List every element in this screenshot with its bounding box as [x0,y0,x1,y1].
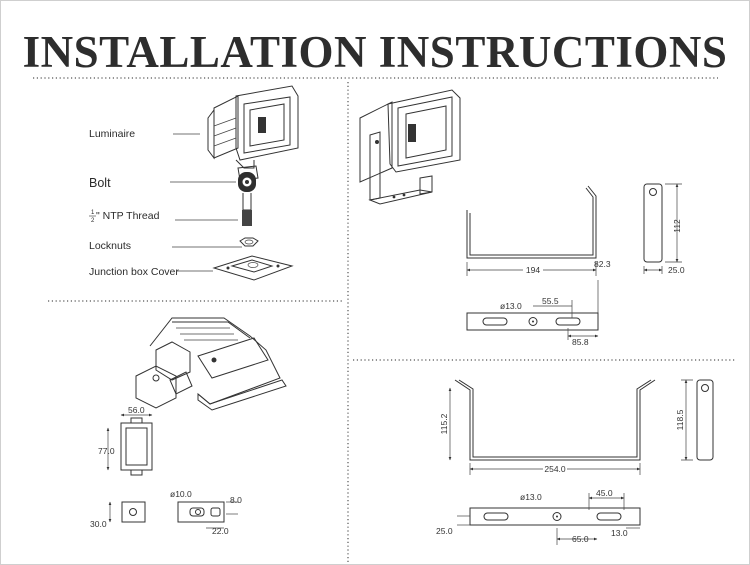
box-width-dim: 56.0 [128,405,145,415]
box-hole-dim: ø10.0 [170,489,192,499]
junction-box-cover-drawing [212,255,294,281]
junction-box-cover-label: Junction box Cover [89,266,179,278]
box-height-dim: 77.0 [98,446,115,456]
bolt-drawing [237,165,259,226]
small-bracket-width-dim: 194 [526,265,540,275]
box-slot-width-dim: 8.0 [230,495,242,505]
small-bracket-hole-dim: ø13.0 [500,301,522,311]
section-dividers [33,77,735,562]
page-title: INSTALLATION INSTRUCTIONS [22,27,728,77]
thread-fraction-numerator: 1 [91,210,95,216]
small-bracket-profile [466,185,597,259]
large-bracket-side-height-dim: 118.5 [675,409,685,430]
locknut-drawing [239,237,259,247]
large-bracket-hole-offset-dim: 65.0 [572,534,589,544]
box-plan-view [177,501,225,523]
box-length-dim: 22.0 [212,526,229,536]
large-bracket-slot-length-dim: 45.0 [596,488,613,498]
large-bracket-side-plate [696,379,714,461]
exploded-view: Luminaire Bolt 1 2 " NTP Thread Locknuts… [89,85,299,281]
box-side-view [121,501,146,523]
small-bracket-hole-offset-dim: 55.5 [542,296,559,306]
box-mount-view: 56.0 77.0 30.0 ø10.0 8.0 22.0 [90,317,287,536]
small-bracket-side-plate [643,183,663,263]
large-bracket-profile [454,379,656,461]
large-bracket-slotted-strip [469,507,641,526]
box-mount-luminaire-drawing [135,317,287,411]
small-bracket-view: 194 82.3 112 25.0 ø13.0 55.5 85.8 [359,89,685,347]
bracket-luminaire-drawing [359,89,461,205]
large-bracket-view: 115.2 254.0 118.5 ø13.0 45.0 25.0 65.0 1… [436,379,714,545]
small-bracket-side-width-dim: 25.0 [668,265,685,275]
luminaire-label: Luminaire [89,128,135,140]
large-bracket-width-dim: 254.0 [544,464,566,474]
large-bracket-hole-dim: ø13.0 [520,492,542,502]
large-bracket-side-width-dim: 25.0 [436,526,453,536]
large-bracket-slot-width-dim: 13.0 [611,528,628,538]
luminaire-drawing [207,85,299,169]
small-bracket-flange-dim: 82.3 [594,259,611,269]
locknuts-label: Locknuts [89,240,131,252]
small-bracket-slotted-strip [466,312,599,331]
bolt-label: Bolt [89,176,111,190]
small-bracket-height-dim: 112 [672,219,682,233]
thread-label: " NTP Thread [96,210,160,222]
box-depth-dim: 30.0 [90,519,107,529]
small-bracket-slot-length-dim: 85.8 [572,337,589,347]
large-bracket-height-dim: 115.2 [439,413,449,434]
thread-fraction-denominator: 2 [91,218,95,224]
